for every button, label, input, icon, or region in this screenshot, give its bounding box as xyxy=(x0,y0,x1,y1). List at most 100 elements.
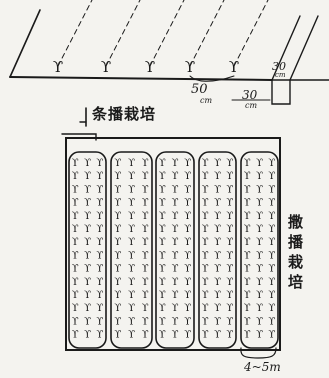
seedling-mark: ϒ xyxy=(84,224,91,235)
seedling-mark: ϒ xyxy=(214,198,221,209)
seedling-mark: ϒ xyxy=(268,198,275,209)
seedling-mark: ϒ xyxy=(226,303,233,314)
seedling-mark: ϒ xyxy=(226,224,233,235)
seedling-mark: ϒ xyxy=(114,224,121,235)
seedling-mark: ϒ xyxy=(185,58,195,76)
seedling-mark: ϒ xyxy=(268,264,275,275)
bed xyxy=(68,151,107,349)
seedling-mark: ϒ xyxy=(244,224,251,235)
seedling-mark: ϒ xyxy=(114,171,121,182)
ridge-depth-unit: cm xyxy=(275,71,286,79)
seedling-mark: ϒ xyxy=(72,158,79,169)
seedling-mark: ϒ xyxy=(114,184,121,195)
seedling-mark: ϒ xyxy=(172,171,179,182)
seedling-mark: ϒ xyxy=(145,58,155,76)
seedling-mark: ϒ xyxy=(202,211,209,222)
seedling-mark: ϒ xyxy=(244,303,251,314)
seedling-mark: ϒ xyxy=(142,277,149,288)
seedling-mark: ϒ xyxy=(214,250,221,261)
seedling-mark: ϒ xyxy=(172,330,179,341)
seedling-mark: ϒ xyxy=(202,290,209,301)
seedling-mark: ϒ xyxy=(159,264,166,275)
bed-width-value: 4~5m xyxy=(244,360,281,374)
seedling-mark: ϒ xyxy=(128,316,135,327)
plot-top-bar xyxy=(61,133,97,141)
seedling-mark: ϒ xyxy=(114,330,121,341)
sowing-row-line xyxy=(189,0,225,67)
seedling-mark: ϒ xyxy=(184,330,191,341)
seedling-mark: ϒ xyxy=(268,303,275,314)
seedling-mark: ϒ xyxy=(114,237,121,248)
seedling-mark: ϒ xyxy=(226,250,233,261)
seedling-mark: ϒ xyxy=(114,158,121,169)
seedling-mark: ϒ xyxy=(128,158,135,169)
seedling-mark: ϒ xyxy=(268,211,275,222)
seedling-mark: ϒ xyxy=(214,290,221,301)
seedling-mark: ϒ xyxy=(159,211,166,222)
seedling-mark: ϒ xyxy=(202,303,209,314)
row-sowing-label: 条播栽培 xyxy=(92,105,157,123)
seedling-mark: ϒ xyxy=(96,303,103,314)
seedling-mark: ϒ xyxy=(256,224,263,235)
seedling-mark: ϒ xyxy=(128,290,135,301)
seedling-mark: ϒ xyxy=(142,224,149,235)
seedling-mark: ϒ xyxy=(84,264,91,275)
sowing-row-line xyxy=(149,0,185,67)
seedling-mark: ϒ xyxy=(96,290,103,301)
seedling-mark: ϒ xyxy=(268,290,275,301)
seedling-mark: ϒ xyxy=(226,237,233,248)
seedling-mark: ϒ xyxy=(226,158,233,169)
seedling-mark: ϒ xyxy=(268,237,275,248)
seedling-mark: ϒ xyxy=(142,316,149,327)
seedling-mark: ϒ xyxy=(172,303,179,314)
seedling-mark: ϒ xyxy=(72,224,79,235)
seedling-mark: ϒ xyxy=(256,264,263,275)
seedling-mark: ϒ xyxy=(202,237,209,248)
field-front-edge xyxy=(9,76,273,81)
seedling-mark: ϒ xyxy=(84,250,91,261)
seedling-mark: ϒ xyxy=(256,277,263,288)
seedling-mark: ϒ xyxy=(142,211,149,222)
seedling-mark: ϒ xyxy=(202,224,209,235)
seedling-mark: ϒ xyxy=(84,211,91,222)
seedling-mark: ϒ xyxy=(214,224,221,235)
seedling-mark: ϒ xyxy=(72,211,79,222)
seedling-mark: ϒ xyxy=(114,250,121,261)
seedling-mark: ϒ xyxy=(268,330,275,341)
seedling-mark: ϒ xyxy=(142,250,149,261)
seedling-mark: ϒ xyxy=(159,290,166,301)
seedling-mark: ϒ xyxy=(202,250,209,261)
seedling-mark: ϒ xyxy=(184,303,191,314)
seedling-mark: ϒ xyxy=(214,303,221,314)
seedling-mark: ϒ xyxy=(114,211,121,222)
seedling-mark: ϒ xyxy=(114,290,121,301)
seedling-mark: ϒ xyxy=(202,171,209,182)
sowing-row-line xyxy=(105,0,141,67)
seedling-mark: ϒ xyxy=(84,184,91,195)
seedling-mark: ϒ xyxy=(72,303,79,314)
seedling-mark: ϒ xyxy=(184,237,191,248)
seedling-mark: ϒ xyxy=(256,211,263,222)
seedling-mark: ϒ xyxy=(229,58,239,76)
seedling-mark: ϒ xyxy=(184,198,191,209)
seedling-mark: ϒ xyxy=(256,303,263,314)
seedling-mark: ϒ xyxy=(256,316,263,327)
seedling-mark: ϒ xyxy=(72,264,79,275)
seedling-mark: ϒ xyxy=(72,330,79,341)
seedling-mark: ϒ xyxy=(84,237,91,248)
seedling-mark: ϒ xyxy=(72,316,79,327)
seedling-mark: ϒ xyxy=(172,264,179,275)
seedling-mark: ϒ xyxy=(256,184,263,195)
seedling-mark: ϒ xyxy=(184,224,191,235)
seedling-mark: ϒ xyxy=(172,158,179,169)
seedling-mark: ϒ xyxy=(128,171,135,182)
seedling-mark: ϒ xyxy=(101,58,111,76)
seedling-mark: ϒ xyxy=(114,198,121,209)
seedling-mark: ϒ xyxy=(184,250,191,261)
seedling-mark: ϒ xyxy=(214,171,221,182)
seedling-mark: ϒ xyxy=(244,237,251,248)
seedling-mark: ϒ xyxy=(226,290,233,301)
ridge-side-back xyxy=(289,15,319,81)
seedling-mark: ϒ xyxy=(84,277,91,288)
